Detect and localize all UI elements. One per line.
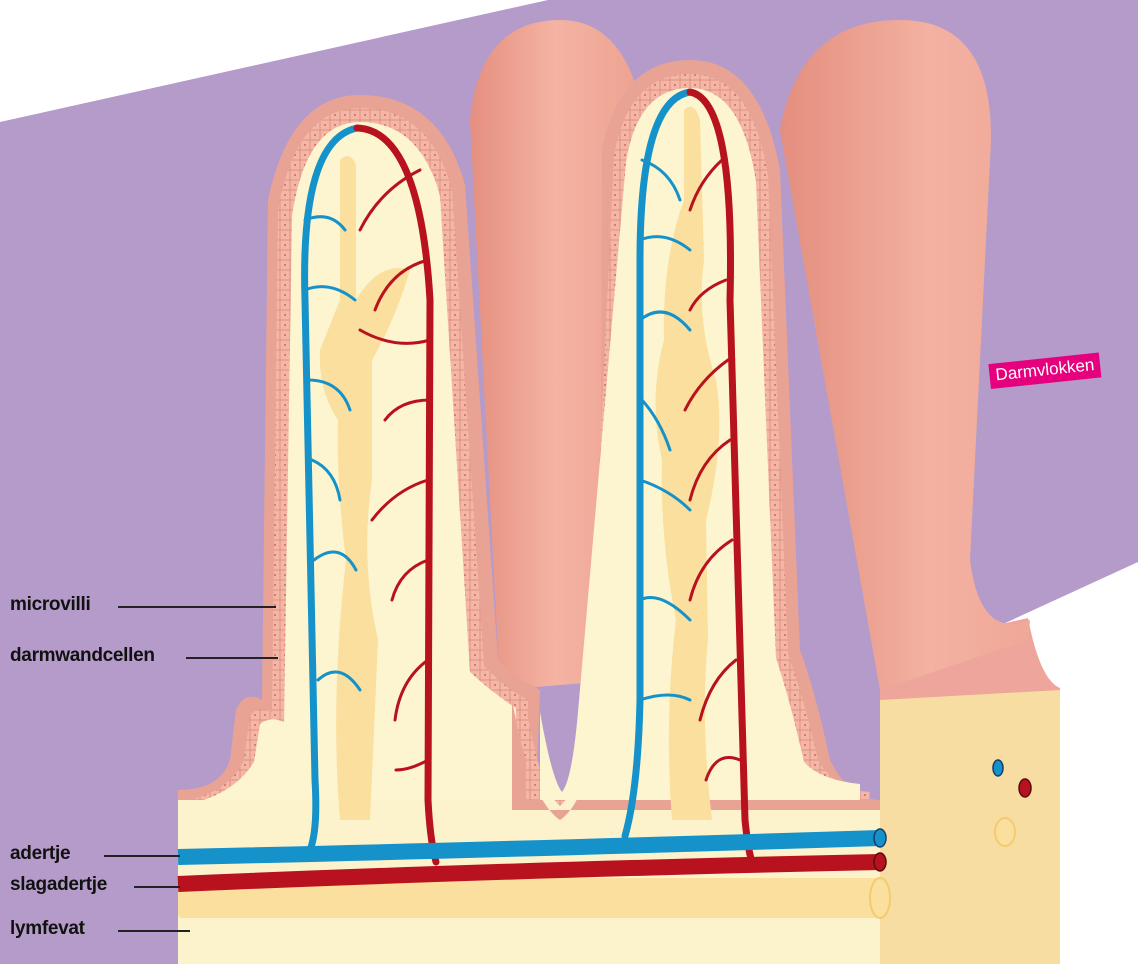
- leader-slagadertje: [134, 886, 180, 888]
- label-slagadertje: slagadertje: [10, 874, 107, 896]
- artery-end: [874, 853, 886, 871]
- tissue-block-side: [880, 690, 1060, 964]
- label-lymfevat: lymfevat: [10, 918, 85, 940]
- label-microvilli: microvilli: [10, 594, 90, 616]
- side-artery-dot: [1019, 779, 1031, 797]
- label-darmwandcellen: darmwandcellen: [10, 645, 155, 667]
- side-vein-dot: [993, 760, 1003, 776]
- vein-end: [874, 829, 886, 847]
- leader-adertje: [104, 855, 180, 857]
- leader-microvilli: [118, 606, 276, 608]
- label-adertje: adertje: [10, 843, 70, 865]
- leader-lymfevat: [118, 930, 190, 932]
- side-lymph-dot: [995, 818, 1015, 846]
- lymph-vessel-end: [870, 878, 890, 918]
- leader-darmwandcellen: [186, 657, 278, 659]
